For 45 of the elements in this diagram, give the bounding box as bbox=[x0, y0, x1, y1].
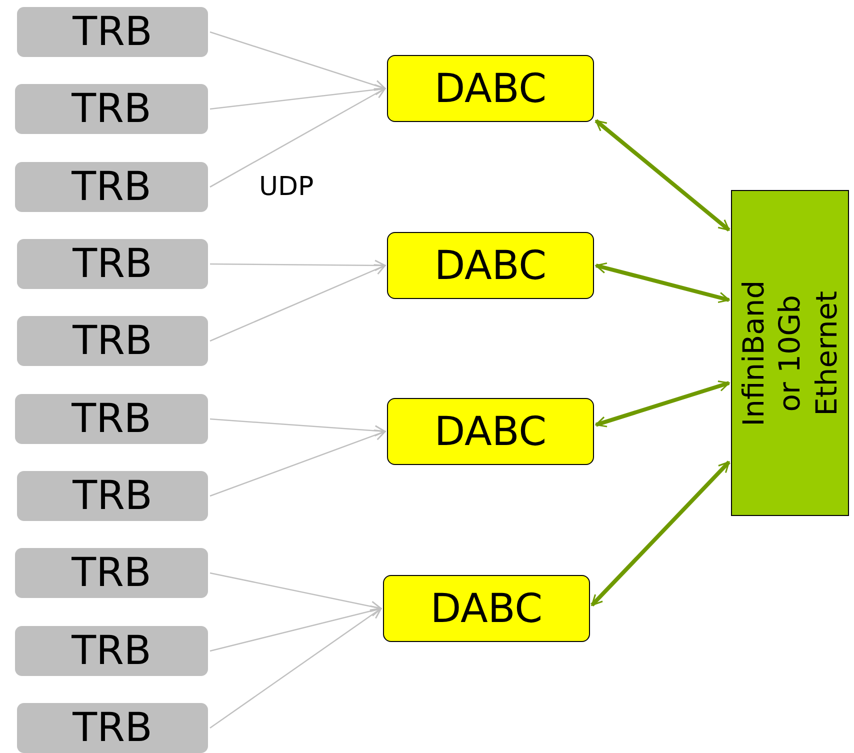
arrow bbox=[595, 262, 730, 304]
arrow bbox=[210, 430, 386, 497]
process-box bbox=[387, 55, 594, 122]
arrow bbox=[210, 418, 386, 437]
board-box bbox=[15, 626, 208, 676]
arrow bbox=[210, 31, 386, 91]
arrow bbox=[210, 572, 382, 612]
node-label: TRB bbox=[72, 9, 152, 55]
network-box bbox=[731, 190, 849, 516]
board-box bbox=[17, 7, 208, 57]
process-box bbox=[387, 398, 594, 465]
node-label: DABC bbox=[434, 408, 547, 454]
node-label: DABC bbox=[434, 242, 547, 288]
arrow bbox=[210, 608, 382, 729]
board-box bbox=[17, 239, 208, 289]
arrow bbox=[590, 460, 730, 607]
arrow bbox=[210, 88, 386, 188]
node-label: TRB bbox=[72, 473, 152, 519]
board-box bbox=[15, 394, 208, 444]
board-box bbox=[15, 162, 208, 212]
board-box bbox=[15, 84, 208, 134]
protocol-label: UDP bbox=[259, 172, 314, 202]
process-box bbox=[383, 575, 590, 642]
arrow bbox=[210, 605, 382, 652]
node-label: TRB bbox=[72, 164, 152, 210]
node-label: DABC bbox=[430, 586, 543, 632]
board-box bbox=[17, 471, 208, 521]
node-label: TRB bbox=[72, 241, 152, 287]
board-box bbox=[15, 548, 208, 598]
node-label: TRB bbox=[72, 628, 152, 674]
node-label: InfiniBand or 10Gb Ethernet bbox=[736, 280, 844, 426]
node-label: TRB bbox=[72, 550, 152, 596]
process-box bbox=[387, 232, 594, 299]
arrow bbox=[595, 380, 730, 428]
arrow bbox=[210, 260, 386, 272]
board-box bbox=[17, 316, 208, 366]
arrow bbox=[594, 119, 730, 232]
arrow bbox=[210, 264, 386, 342]
node-label: TRB bbox=[72, 86, 152, 132]
node-label: DABC bbox=[434, 66, 547, 112]
board-box bbox=[17, 703, 208, 753]
node-label: TRB bbox=[72, 705, 152, 751]
arrow bbox=[210, 84, 386, 110]
node-label: TRB bbox=[72, 318, 152, 364]
node-label: TRB bbox=[72, 396, 152, 442]
